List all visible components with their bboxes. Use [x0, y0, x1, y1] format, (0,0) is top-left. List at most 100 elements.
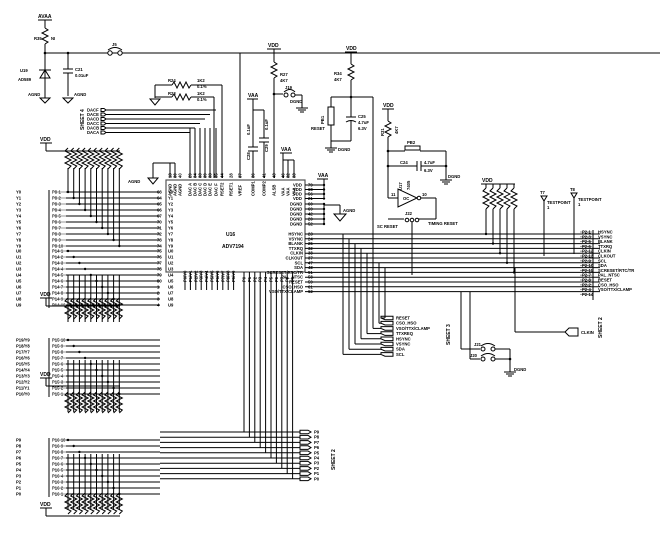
r24-tol: 0.1%	[197, 84, 207, 89]
header-net-label: Y6	[16, 226, 22, 231]
pin-name: SDA	[294, 265, 303, 270]
offpage-connector-icon	[380, 326, 394, 331]
header-net-label: Y8	[16, 238, 22, 243]
c25-ref: C25	[358, 114, 366, 119]
header-net-label: P13/Y3	[16, 374, 30, 379]
offpage-connector-icon	[380, 320, 394, 326]
pb2-pushbutton-icon	[404, 145, 421, 151]
r35-value: NI	[51, 36, 55, 41]
header-net-label: U0	[16, 249, 22, 254]
c21-value: 0.01uF	[75, 73, 89, 78]
pb1-pushbutton-icon	[327, 106, 335, 126]
pin-name: U1	[168, 255, 174, 260]
junction-dot	[484, 232, 488, 236]
sheet2-net-label: P4	[314, 456, 320, 461]
pin-name: DAC E	[208, 183, 213, 196]
c25-value: 4.7uF	[358, 120, 369, 125]
header-net-label: Y7	[16, 232, 22, 237]
c25-voltage: 6.3V	[358, 126, 367, 131]
t8-label: TESTPOINT	[578, 197, 602, 202]
pin-number: 28	[229, 173, 234, 178]
c24-ref: C24	[400, 160, 408, 165]
header-net-label: U8	[16, 297, 22, 302]
r24-value: 1K2	[197, 78, 205, 83]
header-net-label: Y9	[16, 244, 22, 249]
resistor-icon	[115, 147, 124, 170]
r23-tol: 0.1%	[197, 97, 207, 102]
header-net-label: U5	[16, 279, 22, 284]
r35-ref: R35	[34, 36, 42, 41]
header-pin-label: P2-12	[582, 249, 594, 254]
pin-name: Y7	[168, 232, 174, 237]
u17-gate: OC	[403, 196, 409, 201]
pin-name: Y6	[168, 226, 174, 231]
header-net-label: P19/Y9	[16, 338, 30, 343]
sheet2-net-label: P8	[314, 435, 320, 440]
pin-name: AGND	[168, 184, 173, 196]
header-pin-label: P2-10	[582, 263, 594, 268]
pin-name: DAC C	[198, 183, 203, 196]
header-net-label: U4	[16, 273, 22, 278]
alsb-section: VDD R27 4K7 J19 DGND	[267, 43, 308, 178]
junction-dot	[78, 350, 81, 354]
vdd-label: VDD	[40, 372, 51, 378]
pin-name: VAA	[286, 187, 291, 196]
ic-body	[165, 179, 306, 273]
header-net-label: RESET	[598, 278, 612, 283]
offpage-connector-icon	[299, 445, 312, 450]
pin-name: U6	[168, 285, 174, 290]
sheet3-net-label: TTXREQ	[396, 331, 414, 336]
pin-number: 40	[178, 173, 183, 178]
dgnd-label: DGND	[290, 99, 302, 104]
testpoints: T7 TESTPOINT 1 T8 TESTPOINT 1	[540, 187, 602, 256]
timing-reset-label: TIMING RESET	[428, 221, 458, 226]
sheet4-net-label: DACB	[87, 126, 99, 131]
header-net-label: HSYNC	[598, 230, 613, 235]
j19-jumper-icon	[283, 92, 289, 98]
sheet4-net-label: DACA	[87, 130, 99, 135]
c24-value: 4.7uF	[424, 160, 435, 165]
header-pin-label: P2-13	[582, 254, 594, 259]
sheet3-connector: RESETCSO_HSOVSO/TTX/CLAMPTTXREQHSYNCVSYN…	[342, 292, 452, 357]
pin-name: Y8	[168, 238, 174, 243]
offpage-connector-icon	[299, 455, 312, 461]
pin-name: VSYNC	[289, 236, 303, 241]
offpage-connector-icon	[380, 336, 394, 342]
vdd-label: VDD	[40, 137, 51, 143]
header-pin-label: P2-4	[582, 287, 592, 292]
clkin-label: CLKIN	[581, 330, 594, 335]
vdd-label: VDD	[482, 178, 493, 184]
offpage-connector-icon	[100, 121, 107, 126]
junction-dot	[498, 252, 502, 255]
pin-name: TTXRQ	[289, 246, 304, 251]
t8-pin: 1	[578, 202, 581, 207]
pullup-resistor-array-icon	[481, 187, 519, 210]
c24-voltage: 6.3V	[424, 168, 433, 173]
resistor-icon	[63, 147, 73, 170]
header-net-label: P6	[16, 456, 22, 461]
pin-name: U9	[168, 303, 174, 308]
offpage-connector-icon	[299, 434, 312, 440]
r23-ref: R23	[168, 91, 176, 96]
header-pin-label: P2-6	[582, 244, 592, 249]
header-net-label: P0	[16, 492, 22, 497]
pin-name: CSO_HSO	[283, 284, 304, 289]
vaa-label: VAA	[318, 173, 329, 179]
offpage-connector-icon	[299, 429, 312, 435]
offpage-connector-icon	[100, 108, 107, 112]
r34-ref: R34	[334, 71, 342, 76]
r34-resistor-icon	[346, 63, 356, 81]
header-net-label: P18/Y8	[16, 344, 30, 349]
resistor-icon	[109, 147, 118, 170]
junction-dot	[66, 338, 70, 342]
avaa-label: AVAA	[38, 14, 52, 20]
header-net-label: CLKOUT	[598, 254, 616, 259]
header-net-label: P16/Y6	[16, 356, 30, 361]
pin-name: VREF	[238, 184, 243, 196]
header-net-label: CSO_HSO	[598, 282, 619, 287]
resistor-icon	[103, 147, 113, 170]
vdd-label: VDD	[383, 103, 394, 109]
testpoint-icon	[570, 192, 578, 199]
